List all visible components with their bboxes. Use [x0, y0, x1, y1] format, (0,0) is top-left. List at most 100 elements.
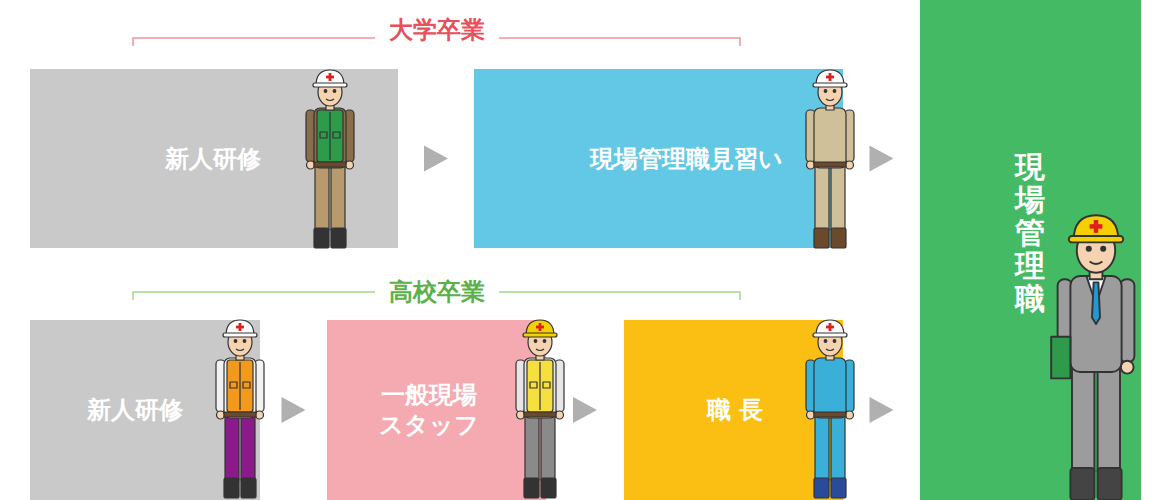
figure-part — [826, 99, 834, 101]
worker-illustration — [800, 68, 860, 250]
node-label: 現場管理職見習い — [590, 144, 715, 174]
figure-part — [815, 166, 829, 230]
figure-part — [313, 83, 347, 87]
figure-part — [806, 320, 854, 498]
figure-part — [326, 99, 334, 101]
figure-part — [814, 478, 829, 498]
figure-part — [826, 326, 834, 329]
figure-part — [813, 83, 847, 87]
figure-part — [329, 112, 330, 160]
figure-part — [230, 382, 237, 388]
figure-part — [224, 478, 239, 498]
figure-part — [1072, 369, 1094, 471]
figure-part — [541, 478, 556, 498]
figure-part — [814, 228, 829, 248]
figure-part — [806, 70, 854, 248]
stage-box: 現場管理職見習い — [474, 69, 843, 248]
figure-part — [236, 349, 244, 351]
figure-part — [543, 382, 550, 388]
figure-part — [307, 161, 315, 169]
figure-part — [807, 411, 815, 419]
figure-part — [524, 358, 556, 418]
figure-part — [1087, 247, 1091, 251]
figure-part — [814, 412, 846, 417]
figure-part — [1051, 337, 1070, 379]
figure-part — [524, 478, 539, 498]
worker-illustration — [300, 68, 360, 250]
figure-part — [333, 90, 336, 93]
figure-part — [1090, 262, 1103, 264]
figure-part — [1051, 215, 1134, 500]
node-label: 新人研修 — [87, 395, 183, 425]
figure-part — [317, 110, 343, 162]
figure-part — [224, 412, 256, 417]
figure-part — [824, 90, 827, 93]
figure-part — [814, 162, 846, 167]
figure-part — [333, 132, 340, 138]
figure-part — [815, 416, 829, 480]
stage-box: 一般現場 スタッフ — [327, 320, 546, 500]
figure-part — [814, 108, 846, 168]
figure-part — [539, 362, 540, 410]
figure-part — [239, 362, 240, 410]
figure-part — [234, 340, 237, 343]
stage-box: 新人研修 — [30, 320, 260, 500]
goal-band: 現場管理職 — [920, 0, 1141, 500]
figure-part — [1070, 468, 1094, 500]
figure-part — [1121, 361, 1134, 374]
worker-illustration — [1048, 212, 1144, 500]
figure-part — [241, 478, 256, 498]
figure-part — [1090, 224, 1103, 228]
figure-part — [223, 333, 257, 337]
bracket-label: 大学卒業 — [375, 14, 499, 46]
node-label: 一般現場 スタッフ — [367, 380, 492, 440]
figure-part — [833, 90, 836, 93]
figure-part — [846, 161, 854, 169]
figure-part — [556, 411, 564, 419]
figure-part — [331, 166, 345, 230]
figure-part — [1069, 236, 1123, 242]
figure-part — [331, 228, 346, 248]
stage-box: 新人研修 — [30, 69, 398, 248]
arrow-head — [870, 146, 894, 172]
figure-part — [216, 320, 264, 498]
figure-part — [831, 166, 845, 230]
figure-part — [1092, 282, 1100, 324]
figure-part — [534, 340, 537, 343]
figure-part — [831, 416, 845, 480]
figure-part — [314, 108, 346, 168]
figure-part — [831, 228, 846, 248]
figure-part — [243, 340, 246, 343]
figure-part — [523, 333, 557, 337]
figure-part — [524, 412, 556, 417]
figure-part — [225, 416, 239, 480]
worker-illustration — [210, 318, 270, 500]
figure-part — [326, 76, 334, 79]
figure-part — [807, 161, 815, 169]
figure-part — [814, 358, 846, 418]
bracket-label: 高校卒業 — [375, 276, 499, 308]
node-label: 新人研修 — [165, 144, 261, 174]
figure-part — [527, 360, 553, 412]
figure-part — [846, 411, 854, 419]
figure-part — [320, 132, 327, 138]
arrow-head — [282, 397, 306, 423]
figure-part — [525, 416, 539, 480]
figure-part — [217, 411, 225, 419]
figure-part — [826, 76, 834, 79]
figure-part — [541, 416, 555, 480]
figure-part — [314, 228, 329, 248]
figure-part — [324, 90, 327, 93]
figure-part — [346, 161, 354, 169]
flow-arrow — [398, 146, 474, 172]
figure-part — [1098, 468, 1122, 500]
figure-part — [536, 349, 544, 351]
figure-part — [824, 340, 827, 343]
figure-part — [227, 360, 253, 412]
figure-part — [1101, 247, 1105, 251]
node-label: 現場管理職 — [1015, 150, 1045, 315]
figure-part — [306, 70, 354, 248]
figure-part — [813, 333, 847, 337]
figure-part — [1070, 276, 1121, 372]
figure-part — [833, 340, 836, 343]
